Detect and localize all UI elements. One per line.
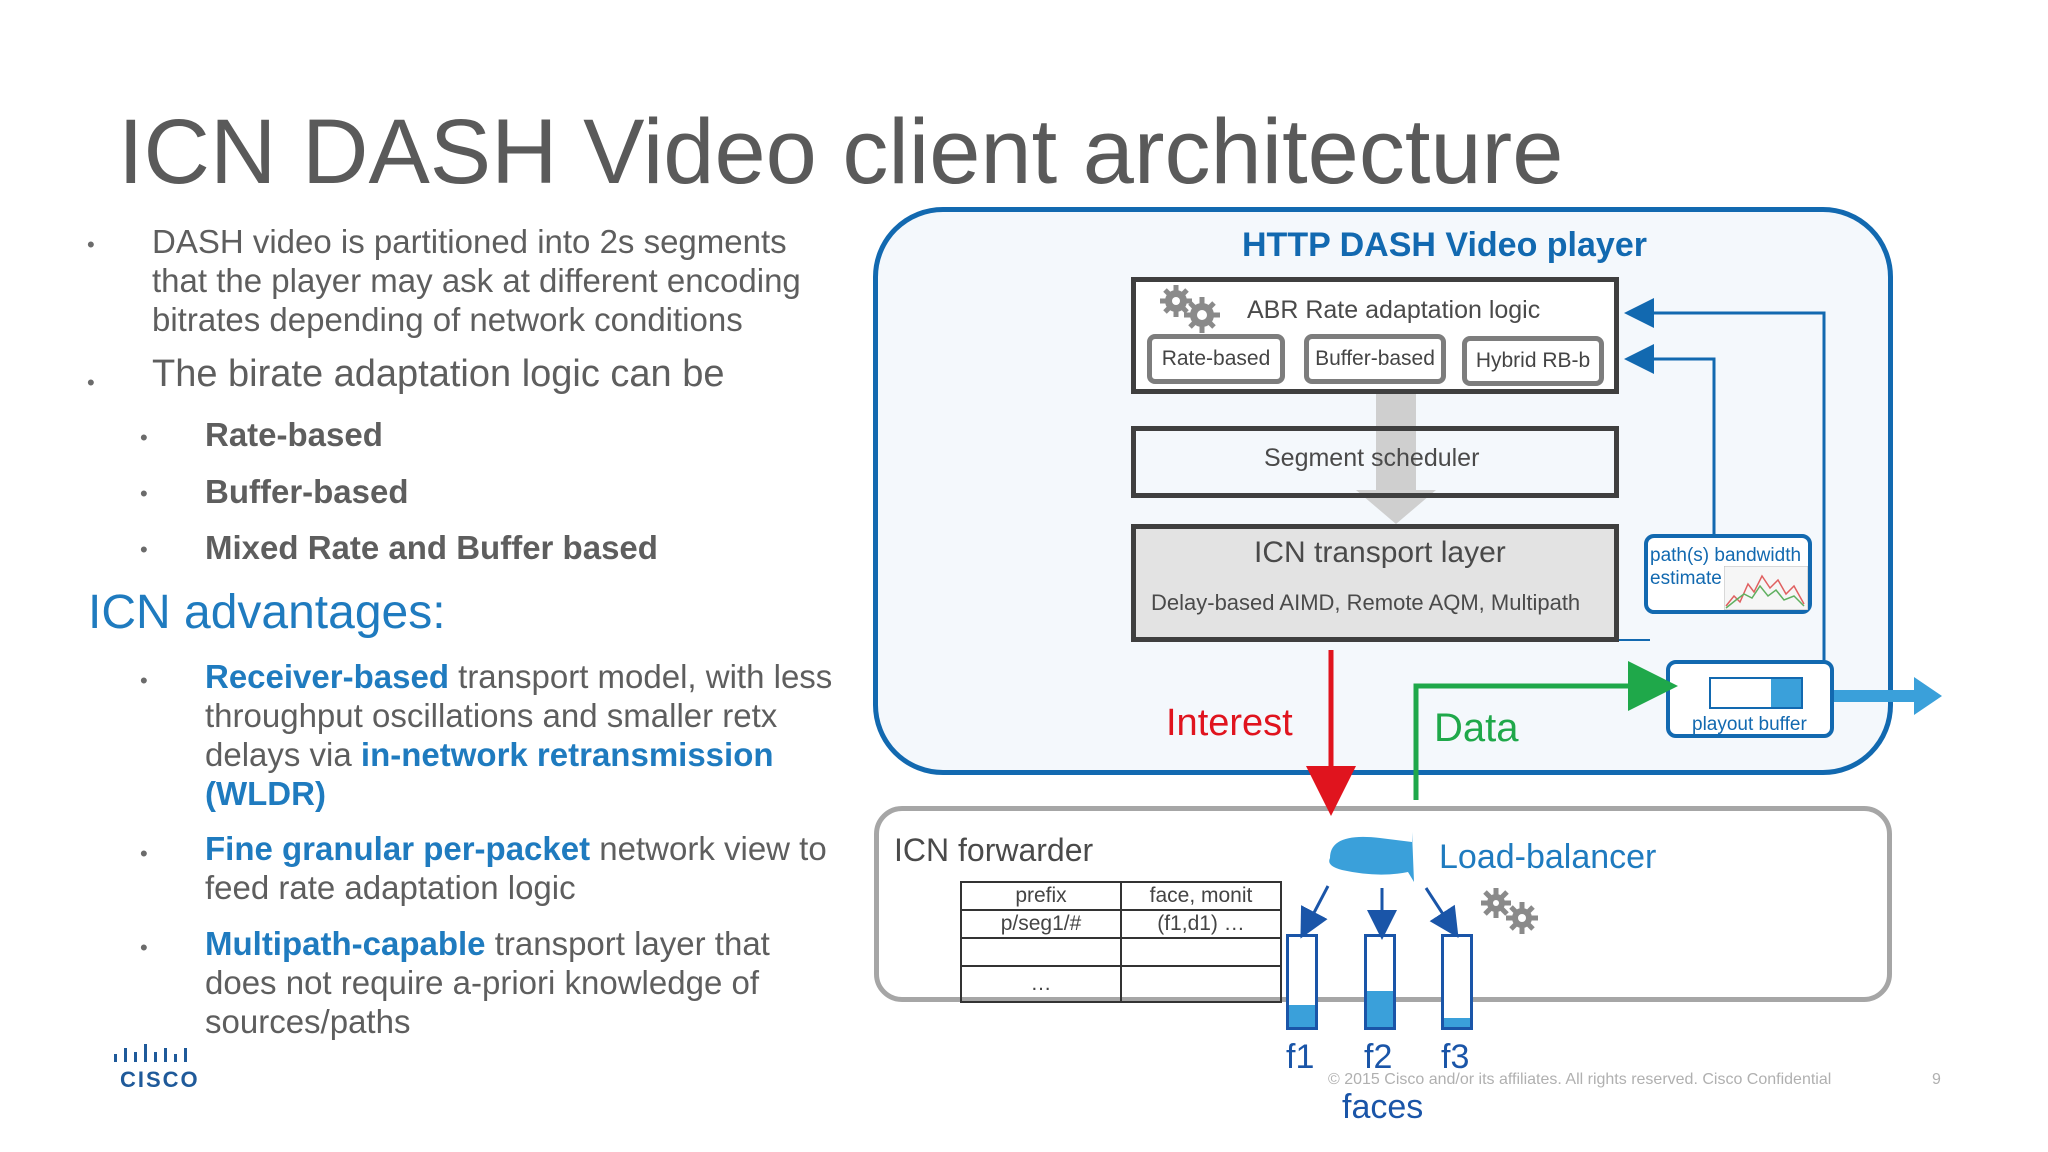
- adv-text: transport model, with less throughput os…: [205, 658, 833, 773]
- adv-strong: Receiver-based: [205, 658, 449, 695]
- bullet-dot: •: [140, 481, 148, 506]
- adv-fine-granular: Fine granular per-packet network view to…: [205, 829, 845, 907]
- faces-label: faces: [1342, 1088, 1424, 1126]
- fib-table: prefix face, monit p/seg1/# (f1,d1) … …: [960, 881, 1282, 1003]
- face-f3-buffer: [1441, 934, 1473, 1030]
- adv-receiver-based: Receiver-based transport model, with les…: [205, 657, 845, 813]
- segment-scheduler-box: [1131, 426, 1619, 498]
- table-cell: [1120, 965, 1282, 1003]
- cisco-logo-icon: [114, 1044, 187, 1062]
- cisco-logo-text: CISCO: [120, 1067, 200, 1092]
- footer-copyright: © 2015 Cisco and/or its affiliates. All …: [1328, 1071, 1832, 1088]
- scheduler-label: Segment scheduler: [1264, 444, 1480, 472]
- abr-title: ABR Rate adaptation logic: [1247, 296, 1541, 324]
- bullet-dot: •: [140, 425, 148, 450]
- table-row: prefix face, monit: [960, 881, 1282, 911]
- adv-strong: in-network retransmission (WLDR): [205, 736, 774, 812]
- face-f1-buffer: [1286, 934, 1318, 1030]
- forwarder-label: ICN forwarder: [894, 832, 1094, 868]
- bullet-dot: •: [140, 935, 148, 960]
- sub-rate-based: Rate-based: [205, 416, 383, 453]
- transport-title: ICN transport layer: [1254, 536, 1506, 569]
- icn-transport-box: [1131, 524, 1619, 642]
- player-title: HTTP DASH Video player: [1242, 226, 1647, 264]
- adv-strong: Multipath-capable: [205, 925, 486, 962]
- face-f3-label: f3: [1441, 1038, 1470, 1076]
- adv-text: transport layer that does not require a-…: [205, 925, 770, 1040]
- abr-hybrid: Hybrid RB-b: [1462, 336, 1604, 386]
- data-label: Data: [1434, 706, 1519, 750]
- table-cell: (f1,d1) …: [1120, 909, 1282, 939]
- bullet-dot: •: [140, 537, 148, 562]
- table-row: …: [960, 965, 1282, 1003]
- table-cell: prefix: [960, 881, 1122, 911]
- advantages-heading: ICN advantages:: [88, 586, 446, 639]
- table-cell: [1120, 937, 1282, 967]
- bullet-dot: •: [87, 370, 95, 395]
- face-fill: [1444, 1018, 1470, 1027]
- bullet-partition: DASH video is partitioned into 2s segmen…: [152, 223, 801, 338]
- sub-mixed: Mixed Rate and Buffer based: [205, 529, 658, 566]
- abr-rate-based: Rate-based: [1147, 334, 1285, 384]
- sub-buffer-based: Buffer-based: [205, 473, 409, 510]
- playout-buffer-bar: [1709, 677, 1803, 709]
- face-fill: [1367, 991, 1393, 1027]
- bandwidth-estimate-label: path(s) bandwidth estimate: [1650, 545, 1802, 589]
- playout-buffer-label: playout buffer: [1692, 714, 1807, 735]
- adv-text: network view to feed rate adaptation log…: [205, 830, 827, 906]
- table-cell: p/seg1/#: [960, 909, 1122, 939]
- table-row: p/seg1/# (f1,d1) …: [960, 909, 1282, 939]
- page-title: ICN DASH Video client architecture: [118, 101, 1564, 203]
- abr-buffer-based: Buffer-based: [1304, 334, 1446, 384]
- bullet-dot: •: [87, 232, 95, 257]
- table-cell: [960, 937, 1122, 967]
- playout-buffer-fill: [1771, 679, 1801, 707]
- bandwidth-plot-icon: [1724, 566, 1808, 610]
- table-row: [960, 937, 1282, 967]
- table-cell: face, monit: [1120, 881, 1282, 911]
- face-f2-label: f2: [1364, 1038, 1393, 1076]
- adv-multipath: Multipath-capable transport layer that d…: [205, 924, 845, 1041]
- face-f1-label: f1: [1286, 1038, 1315, 1076]
- face-f2-buffer: [1364, 934, 1396, 1030]
- gears-icon: [1160, 285, 1220, 333]
- bullet-adaptation: The birate adaptation logic can be: [152, 353, 725, 395]
- page-number: 9: [1932, 1071, 1941, 1088]
- load-balancer-label: Load-balancer: [1439, 838, 1657, 876]
- face-fill: [1289, 1004, 1315, 1027]
- flow-down-arrow-icon: [1356, 394, 1436, 524]
- gears-icon: [1481, 888, 1538, 934]
- adv-strong: Fine granular per-packet: [205, 830, 591, 867]
- bullet-dot: •: [140, 668, 148, 693]
- table-cell: …: [960, 965, 1122, 1003]
- bullet-dot: •: [140, 841, 148, 866]
- transport-subtitle: Delay-based AIMD, Remote AQM, Multipath: [1151, 590, 1581, 615]
- interest-label: Interest: [1166, 702, 1293, 744]
